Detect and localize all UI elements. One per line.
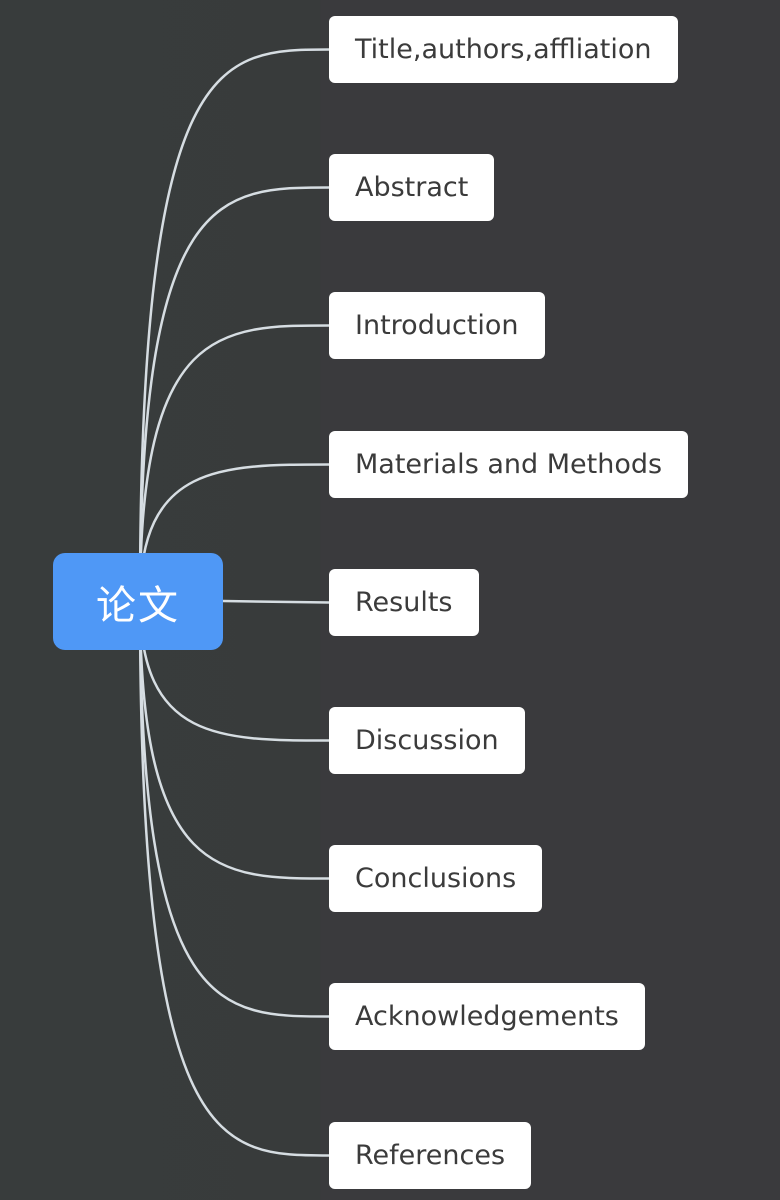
connector-line [138,48,330,602]
connector-line [222,599,330,604]
node-label: References [355,1140,506,1171]
node-introduction[interactable]: Introduction [329,292,545,359]
connector-line [138,324,330,602]
node-abstract[interactable]: Abstract [329,154,495,221]
connector-line [138,600,330,1157]
root-node[interactable]: 论文 [53,553,223,650]
node-acknowledgements[interactable]: Acknowledgements [329,983,645,1050]
root-node-label: 论文 [96,582,180,629]
node-label: Conclusions [355,863,517,894]
node-title-authors[interactable]: Title,authors,affliation [329,16,678,83]
node-conclusions[interactable]: Conclusions [329,845,543,912]
node-label: Title,authors,affliation [355,34,652,65]
node-results[interactable]: Results [329,569,479,636]
node-discussion[interactable]: Discussion [329,707,525,774]
node-label: Introduction [355,310,519,341]
connector-line [138,600,330,1018]
node-label: Abstract [355,172,469,203]
connector-line [138,600,330,880]
node-references[interactable]: References [329,1122,532,1189]
node-label: Discussion [355,725,499,756]
node-label: Acknowledgements [355,1001,619,1032]
node-label: Materials and Methods [355,449,663,480]
node-materials-methods[interactable]: Materials and Methods [329,431,689,498]
node-label: Results [355,587,453,618]
connector-line [138,186,330,602]
